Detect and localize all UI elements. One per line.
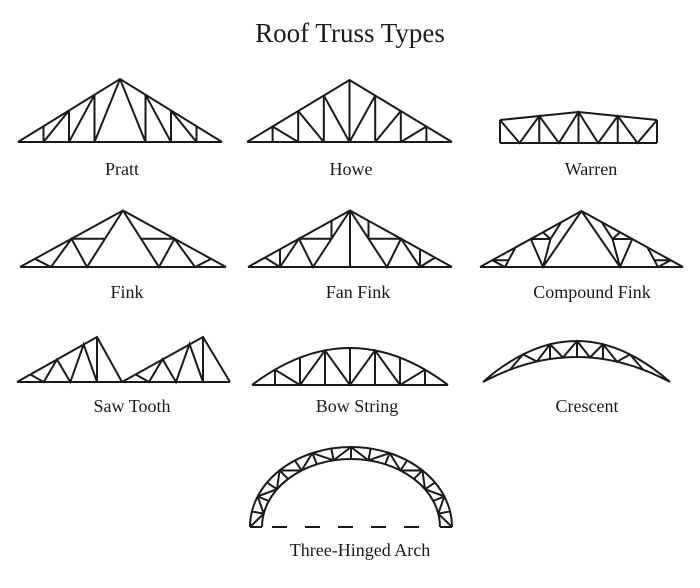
truss-pratt: Pratt: [17, 77, 223, 179]
truss-crescent: Crescent: [482, 339, 671, 416]
truss-label: Fan Fink: [326, 282, 391, 302]
truss-bow-string: Bow String: [251, 347, 449, 416]
truss-fan-fink-drawing: [247, 209, 453, 270]
truss-crescent-drawing: [482, 339, 671, 383]
truss-label: Compound Fink: [533, 282, 651, 302]
truss-saw-tooth: Saw Tooth: [16, 335, 231, 416]
truss-warren-drawing: [499, 110, 658, 145]
truss-label: Crescent: [556, 396, 619, 416]
truss-bow-string-drawing: [251, 347, 449, 387]
truss-label: Bow String: [316, 396, 399, 416]
truss-label: Three-Hinged Arch: [290, 540, 430, 560]
truss-howe: Howe: [246, 78, 453, 179]
truss-three-hinged-arch-drawing: [249, 445, 453, 528]
truss-fink-drawing: [19, 209, 227, 269]
truss-label: Warren: [565, 159, 618, 179]
truss-label: Fink: [110, 282, 143, 302]
truss-label: Saw Tooth: [94, 396, 171, 416]
truss-saw-tooth-drawing: [16, 335, 231, 385]
truss-compound-fink-drawing: [479, 209, 684, 270]
truss-fink: Fink: [19, 209, 227, 302]
truss-three-hinged-arch: Three-Hinged Arch: [249, 445, 453, 560]
truss-compound-fink: Compound Fink: [479, 209, 684, 302]
truss-warren: Warren: [499, 110, 658, 179]
truss-fan-fink: Fan Fink: [247, 209, 453, 302]
page-title: Roof Truss Types: [255, 18, 445, 48]
truss-howe-drawing: [246, 78, 453, 143]
truss-label: Howe: [330, 159, 373, 179]
truss-pratt-drawing: [17, 77, 223, 143]
truss-label: Pratt: [105, 159, 139, 179]
